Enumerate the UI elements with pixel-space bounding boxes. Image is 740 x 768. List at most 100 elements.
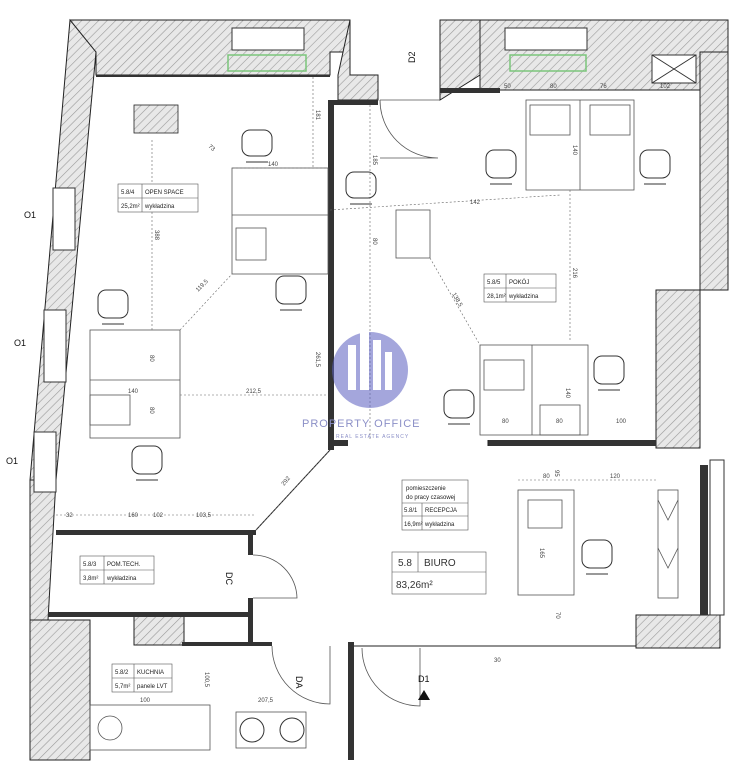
- wall-kitchen-right: [348, 642, 354, 760]
- top-wall-left: [69, 19, 351, 76]
- chair-1: [241, 129, 273, 163]
- unit-number: 5.8: [398, 558, 412, 569]
- wall-tech-top: [56, 530, 256, 535]
- door-d1-label: D1: [418, 674, 430, 684]
- kuchnia-area: 5,7m²: [115, 684, 130, 690]
- kitchen-table: [235, 711, 307, 749]
- furniture: [89, 99, 679, 751]
- pom-tech-area: 3,8m²: [83, 576, 98, 582]
- unit-name: BIURO: [424, 558, 456, 569]
- door-d2-label: D2: [407, 51, 417, 63]
- watermark-building-2: [360, 332, 369, 390]
- window-tag-2: O1: [14, 338, 26, 348]
- chair-10: [581, 539, 613, 575]
- recepcja-area: 16,9m²: [404, 522, 423, 528]
- watermark-name: PROPERTY OFFICE: [302, 418, 421, 430]
- dim-100b: 100: [140, 698, 151, 704]
- dim-95: 95: [553, 470, 559, 477]
- dim-140a: 140: [268, 162, 279, 168]
- dim-50: 50: [504, 84, 511, 90]
- window-left-2: [43, 309, 67, 383]
- dim-165: 165: [538, 548, 544, 559]
- pom-tech-number: 5.8/3: [83, 562, 97, 568]
- chairs: [97, 129, 671, 743]
- dim-292: 292: [281, 475, 292, 487]
- chair-3: [485, 149, 517, 185]
- dim-142: 142: [470, 200, 481, 206]
- dim-102: 102: [660, 84, 671, 90]
- sofa: [657, 489, 679, 599]
- dim-120: 120: [610, 474, 621, 480]
- chair-5: [97, 289, 129, 325]
- door-d1-swing: [361, 647, 421, 707]
- wall-line-top: [96, 75, 330, 77]
- window-top-right: [504, 27, 588, 51]
- watermark-circle-icon: [332, 332, 408, 408]
- cabinet-b: [89, 394, 131, 426]
- dim-80e: 80: [556, 419, 563, 425]
- desk-cluster-left: [89, 329, 181, 439]
- dim-388: 388: [153, 230, 159, 241]
- dim-32: 32: [66, 513, 73, 519]
- window-left-3: [33, 431, 57, 493]
- window-top-left: [231, 27, 305, 51]
- wall-open-space-pokoj: [328, 100, 334, 450]
- kuchnia-name: KUCHNIA: [137, 670, 164, 676]
- dim-80d: 80: [502, 419, 509, 425]
- unit-area: 83,26m²: [396, 580, 433, 591]
- interior-walls: [48, 75, 708, 760]
- room-label-pokoj: 5.8/5 POKÓJ 28,1m² wykładzina: [483, 273, 557, 303]
- pom-tech-name: POM.TECH.: [107, 562, 141, 568]
- watermark-building-1: [348, 345, 356, 390]
- cabinet-c: [529, 104, 571, 136]
- right-lower-wall: [635, 614, 721, 649]
- dim-76: 76: [600, 84, 607, 90]
- windows: [33, 27, 725, 616]
- reception-cabinet: [527, 499, 563, 529]
- kuchnia-floor: panele LVT: [137, 684, 168, 690]
- dim-140c: 140: [571, 145, 577, 156]
- top-wall-mid: [439, 19, 481, 101]
- chair-9: [131, 445, 163, 481]
- dim-1195: 119,5: [195, 278, 210, 293]
- dim-80a: 80: [148, 355, 154, 362]
- dim-160: 160: [128, 513, 139, 519]
- window-tag-3: O1: [6, 456, 18, 466]
- dim-30: 30: [494, 658, 501, 664]
- outline-slant: [255, 449, 331, 531]
- sink: [97, 715, 123, 741]
- wall-pokoj-top-left: [334, 100, 378, 105]
- recepcja-note-1: pomieszczenie: [406, 486, 446, 492]
- unit-label: 5.8 BIURO 83,26m²: [391, 551, 487, 595]
- open-space-floor: wykładzina: [144, 204, 175, 210]
- dim-140d: 140: [564, 388, 570, 399]
- dimension-lines: [56, 77, 656, 531]
- sofa-cushion-2: [657, 547, 679, 569]
- open-space-area: 25,2m²: [121, 204, 140, 210]
- dim-216: 216: [571, 268, 577, 279]
- left-lower-wall: [29, 479, 57, 621]
- chair-2: [345, 171, 377, 205]
- window-sill-left: [227, 54, 307, 72]
- room-outlines: [95, 52, 636, 647]
- dim-2125: 212,5: [246, 389, 262, 395]
- dim-140b: 140: [128, 389, 139, 395]
- pokoj-name: POKÓJ: [509, 279, 529, 286]
- open-space-name: OPEN SPACE: [145, 190, 184, 196]
- kitchen-counter: [89, 704, 211, 751]
- wall-pokoj-bottom-stub: [334, 440, 348, 446]
- recepcja-note-2: do pracy czasowej: [406, 495, 455, 501]
- cabinet-a: [235, 227, 267, 261]
- desk-pokoj-bottom: [479, 344, 589, 436]
- sofa-cushion-1: [657, 499, 679, 521]
- door-d2-swing: [379, 99, 440, 159]
- cabinet-e: [483, 359, 525, 391]
- window-sill-right: [509, 54, 587, 72]
- room-label-pom-tech: 5.8/3 POM.TECH. 3,8m² wykładzina: [79, 555, 155, 585]
- dim-185: 185: [371, 155, 377, 166]
- dim-80g: 80: [543, 474, 550, 480]
- right-wall-pier: [655, 289, 701, 449]
- recepcja-number: 5.8/1: [404, 508, 418, 514]
- watermark-logo: [332, 332, 408, 408]
